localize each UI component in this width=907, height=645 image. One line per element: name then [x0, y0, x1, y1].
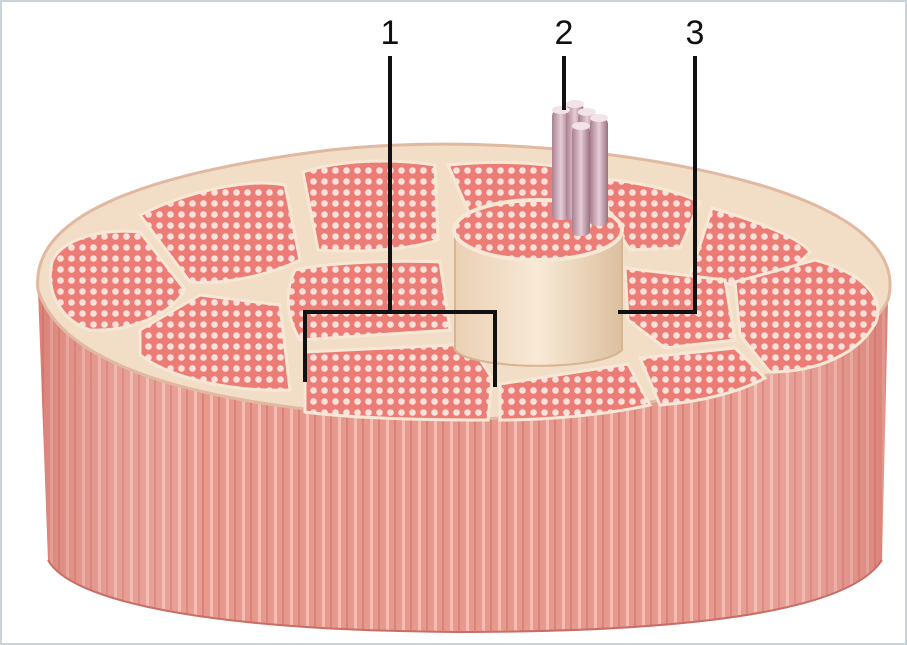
label-2: 2 [555, 14, 574, 52]
fascicle [303, 161, 438, 251]
fascicle [288, 261, 450, 340]
label-1: 1 [381, 14, 400, 52]
muscle-fiber-bundle [552, 100, 608, 236]
label-3: 3 [686, 14, 705, 52]
